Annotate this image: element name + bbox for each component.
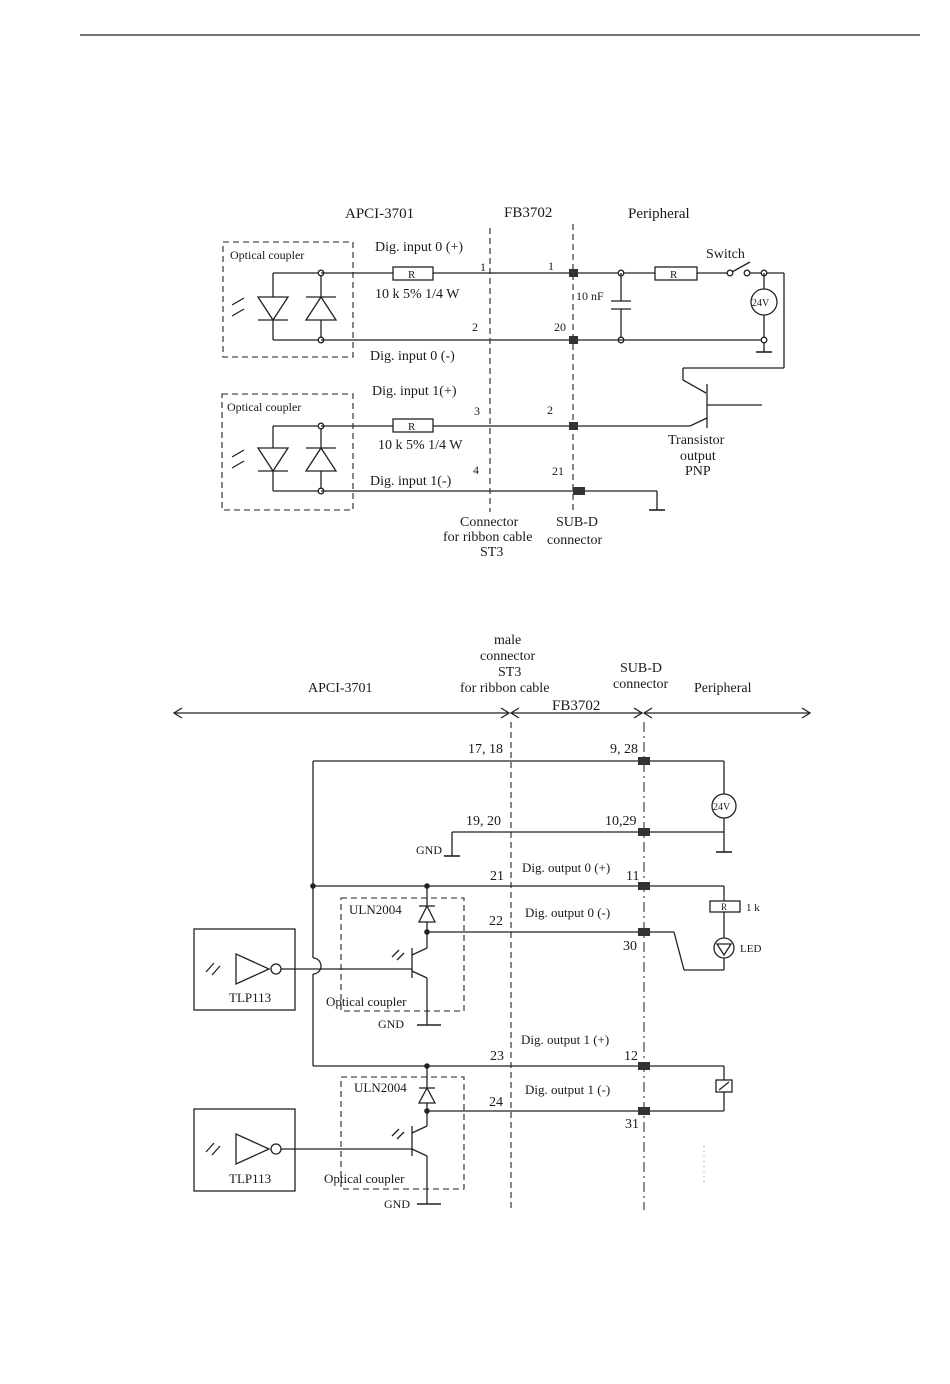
output-gnd-label-0: GND xyxy=(378,1017,404,1031)
output-led-resistor xyxy=(709,900,741,913)
optical-coupler-0-label: Optical coupler xyxy=(230,248,304,262)
protection-diode-1 xyxy=(304,446,338,472)
switch-blade xyxy=(731,261,751,273)
output-gnd-label-top: GND xyxy=(416,843,442,857)
output-st3-pin-17-18: 17, 18 xyxy=(468,742,503,757)
photodiode-1 xyxy=(256,447,290,473)
switch-contact-a xyxy=(726,269,734,277)
tlp113-0-label: TLP113 xyxy=(229,990,271,1005)
output-header-st3: ST3 xyxy=(498,665,521,680)
tlp113-1-label: TLP113 xyxy=(229,1171,271,1186)
uln2004-1-label: ULN2004 xyxy=(354,1080,407,1095)
output-gnd-label-1: GND xyxy=(384,1197,410,1211)
output-subd-pin-12: 12 xyxy=(624,1049,638,1064)
output-0-plus-label: Dig. output 0 (+) xyxy=(522,860,610,875)
output-st3-pin-24: 24 xyxy=(489,1095,503,1110)
transistor-label-1: Transistor xyxy=(668,433,725,448)
output-header-connector: connector xyxy=(480,649,536,664)
input-footer-subd-1: SUB-D xyxy=(556,515,598,530)
uln2004-0-label: ULN2004 xyxy=(349,902,402,917)
transistor-label-3: PNP xyxy=(685,464,711,479)
output-header-apci: APCI-3701 xyxy=(308,681,373,696)
switch-contact-b xyxy=(743,269,751,277)
input-header-apci: APCI-3701 xyxy=(345,206,414,222)
input-supply-label: 24V xyxy=(752,298,770,309)
output-led-resistor-label: R xyxy=(721,902,727,912)
output-header-ribbon: for ribbon cable xyxy=(460,681,549,696)
output-subd-pin-11: 11 xyxy=(626,869,639,884)
peripheral-resistor-label: R xyxy=(670,269,678,281)
optical-coupler-out-1-label: Optical coupler xyxy=(324,1171,405,1186)
output-subd-pin-10-29: 10,29 xyxy=(605,814,637,829)
output-circuit-diagram: APCI-3701 male connector ST3 for ribbon … xyxy=(172,633,812,1211)
optical-coupler-1-label: Optical coupler xyxy=(227,400,301,414)
output-header-subd: SUB-D xyxy=(620,661,662,676)
output-1-minus-label: Dig. output 1 (-) xyxy=(525,1082,610,1097)
input-1-plus-label: Dig. input 1(+) xyxy=(372,384,457,399)
protection-diode-0 xyxy=(304,295,338,321)
output-1-plus-label: Dig. output 1 (+) xyxy=(521,1032,609,1047)
output-st3-pin-19-20: 19, 20 xyxy=(466,814,501,829)
uln2004-1-box xyxy=(340,1076,465,1190)
transistor-label-2: output xyxy=(680,449,716,464)
switch-label: Switch xyxy=(706,247,745,262)
photodiode-0 xyxy=(256,296,290,322)
input-0-minus-label: Dig. input 0 (-) xyxy=(370,349,455,364)
input-st3-pin-4: 4 xyxy=(473,463,479,477)
output-led-resistor-value: 1 k xyxy=(746,902,760,914)
tlp113-0-buffer xyxy=(235,952,271,986)
led-label: LED xyxy=(740,943,761,955)
optical-coupler-0-box xyxy=(222,241,354,358)
input-1-resistor-spec: 10 k 5% 1/4 W xyxy=(378,438,463,453)
input-subd-pin-20: 20 xyxy=(554,320,566,334)
input-subd-pin-1: 1 xyxy=(548,259,554,273)
capacitor-label: 10 nF xyxy=(576,289,604,303)
input-footer-subd-2: connector xyxy=(547,533,603,548)
input-1-resistor-label: R xyxy=(408,421,416,433)
output-header-peripheral: Peripheral xyxy=(694,681,752,696)
output-0-minus-label: Dig. output 0 (-) xyxy=(525,905,610,920)
output-st3-pin-23: 23 xyxy=(490,1049,504,1064)
output-header-fb: FB3702 xyxy=(552,698,600,714)
input-1-minus-label: Dig. input 1(-) xyxy=(370,474,452,489)
input-0-resistor-spec: 10 k 5% 1/4 W xyxy=(375,287,460,302)
uln2004-0-box xyxy=(340,897,465,1012)
output-header-male: male xyxy=(494,633,521,648)
optical-coupler-out-0-label: Optical coupler xyxy=(326,994,407,1009)
output-supply-label: 24V xyxy=(713,802,731,813)
input-subd-pin-2: 2 xyxy=(547,403,553,417)
input-header-fb: FB3702 xyxy=(504,205,552,221)
input-footer-connector-3: ST3 xyxy=(480,545,503,560)
input-subd-pin-21: 21 xyxy=(552,464,564,478)
output-subd-pin-31: 31 xyxy=(625,1117,639,1132)
optical-coupler-1-box xyxy=(221,393,354,511)
input-circuit-diagram: APCI-3701 FB3702 Peripheral Optical coup… xyxy=(221,205,785,560)
input-footer-connector-2: for ribbon cable xyxy=(443,530,532,545)
input-header-peripheral: Peripheral xyxy=(628,206,690,222)
input-footer-connector-1: Connector xyxy=(460,515,519,530)
output-header-subd-connector: connector xyxy=(613,677,669,692)
input-st3-pin-2: 2 xyxy=(472,320,478,334)
input-st3-pin-3: 3 xyxy=(474,404,480,418)
input-0-plus-label: Dig. input 0 (+) xyxy=(375,240,463,255)
input-0-resistor-label: R xyxy=(408,269,416,281)
tlp113-1-buffer xyxy=(235,1132,271,1166)
input-st3-pin-1: 1 xyxy=(480,260,486,274)
output-subd-pin-9-28: 9, 28 xyxy=(610,742,638,757)
output-st3-pin-22: 22 xyxy=(489,914,503,929)
tlp113-1-box xyxy=(193,1108,296,1192)
output-st3-pin-21: 21 xyxy=(490,869,504,884)
output-subd-pin-30: 30 xyxy=(623,939,637,954)
